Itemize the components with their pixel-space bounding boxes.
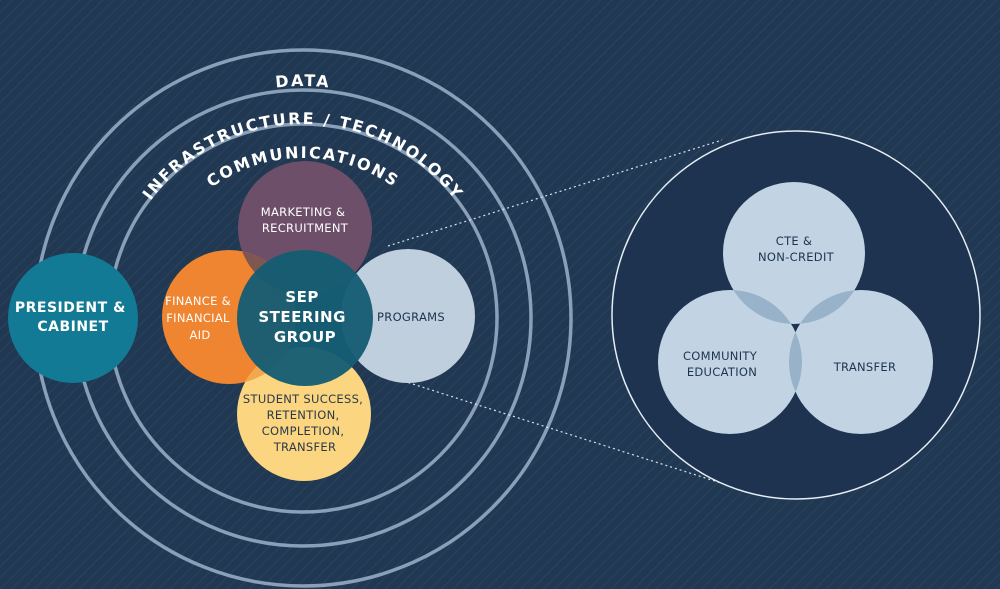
sep-steering-group-circle xyxy=(237,250,373,386)
president-cabinet-circle xyxy=(8,253,138,383)
programs-label: PROGRAMS xyxy=(377,310,445,324)
transfer-circle xyxy=(789,290,933,434)
sep-steering-group-label: SEP STEERING GROUP xyxy=(258,288,351,346)
cte-noncredit-label: CTE & NON-CREDIT xyxy=(758,234,835,264)
community-education-circle xyxy=(658,290,802,434)
programs-circle xyxy=(341,249,475,383)
student-success-circle xyxy=(237,347,371,481)
data-ring-label: DATA xyxy=(275,71,332,92)
connector-top xyxy=(387,139,723,247)
transfer-label: TRANSFER xyxy=(833,360,897,374)
marketing-recruitment-label: MARKETING & RECRUITMENT xyxy=(261,205,349,235)
community-education-label: COMMUNITY EDUCATION xyxy=(683,349,761,379)
president-cabinet-label: PRESIDENT & CABINET xyxy=(15,300,131,335)
cte-noncredit-circle xyxy=(723,182,865,324)
finance-aid-label: FINANCE & FINANCIAL AID xyxy=(165,294,235,342)
student-success-label: STUDENT SUCCESS, RETENTION, COMPLETION, … xyxy=(243,392,367,454)
